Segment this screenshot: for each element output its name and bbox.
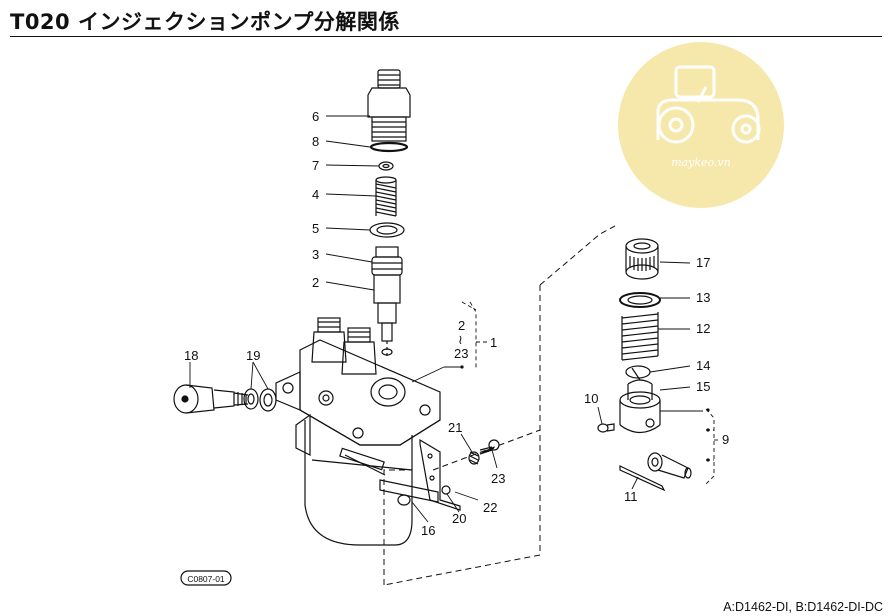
callout-19: 19 bbox=[246, 348, 260, 363]
page-title: T020 インジェクションポンプ分解関係 bbox=[10, 10, 400, 34]
page-header: T020 インジェクションポンプ分解関係 bbox=[10, 6, 882, 37]
rack-guide-22 bbox=[419, 438, 461, 511]
banjo-bolt-18 bbox=[173, 384, 249, 414]
watermark-logo: maykeo.vn bbox=[618, 42, 784, 208]
washers-19 bbox=[243, 388, 277, 412]
callout-17: 17 bbox=[696, 255, 710, 270]
cap-17 bbox=[625, 238, 659, 280]
callout-3: 3 bbox=[312, 247, 319, 262]
o-ring-8 bbox=[369, 141, 409, 153]
callout-13: 13 bbox=[696, 290, 710, 305]
washer-13 bbox=[619, 292, 661, 308]
group-bracket-9 bbox=[705, 408, 720, 485]
control-rack-16 bbox=[379, 479, 451, 506]
callout-11: 11 bbox=[624, 489, 638, 504]
callout-23-range-end: 23 bbox=[454, 346, 468, 361]
callout-5: 5 bbox=[312, 221, 319, 236]
gasket-5 bbox=[369, 222, 405, 238]
figure-code: C0807-01 bbox=[187, 574, 225, 584]
delivery-holder bbox=[367, 69, 411, 142]
callout-22: 22 bbox=[483, 500, 497, 515]
watermark-text: maykeo.vn bbox=[671, 156, 731, 169]
spring-12 bbox=[621, 312, 659, 361]
callout-1: 1 bbox=[490, 335, 497, 350]
callout-18: 18 bbox=[184, 348, 198, 363]
shim-7 bbox=[378, 161, 394, 171]
callout-10: 10 bbox=[584, 391, 598, 406]
tractor-icon bbox=[656, 65, 761, 144]
spring-21 bbox=[468, 451, 480, 465]
spring-4 bbox=[375, 176, 397, 217]
callout-9: 9 bbox=[722, 432, 729, 447]
callout-8: 8 bbox=[312, 134, 319, 149]
pump-body bbox=[275, 339, 441, 546]
model-footer: A:D1462-DI, B:D1462-DI-DC bbox=[723, 600, 883, 614]
screw-10 bbox=[597, 423, 615, 433]
callout-6: 6 bbox=[312, 109, 319, 124]
pin-11 bbox=[619, 465, 666, 492]
callout-2-range-start: 2 bbox=[458, 318, 465, 333]
inlet-fitting-right bbox=[341, 327, 377, 375]
callout-14: 14 bbox=[696, 358, 710, 373]
leader-lines bbox=[189, 115, 703, 523]
sleeve-15 bbox=[619, 379, 661, 434]
valve-seat-2 bbox=[373, 274, 401, 356]
figure-code-badge bbox=[180, 570, 232, 586]
group-bracket-1 bbox=[461, 301, 488, 368]
title-rule bbox=[10, 36, 882, 37]
callout-4: 4 bbox=[312, 187, 319, 202]
callout-7: 7 bbox=[312, 158, 319, 173]
callout-range-tilde: ≀ bbox=[458, 332, 463, 347]
callout-15: 15 bbox=[696, 379, 710, 394]
delivery-valve-3 bbox=[371, 246, 403, 276]
bracket-dots bbox=[460, 365, 710, 462]
callout-16: 16 bbox=[421, 523, 435, 538]
roller-9 bbox=[647, 452, 692, 479]
callout-21: 21 bbox=[448, 420, 462, 435]
inlet-fitting-left bbox=[311, 317, 347, 363]
assembly-frame bbox=[383, 225, 616, 586]
callout-2: 2 bbox=[312, 275, 319, 290]
callout-12: 12 bbox=[696, 321, 710, 336]
watermark-circle bbox=[618, 42, 784, 208]
callout-23: 23 bbox=[491, 471, 505, 486]
bolt-23 bbox=[479, 439, 500, 455]
clip-14 bbox=[625, 365, 651, 381]
callout-20: 20 bbox=[452, 511, 466, 526]
